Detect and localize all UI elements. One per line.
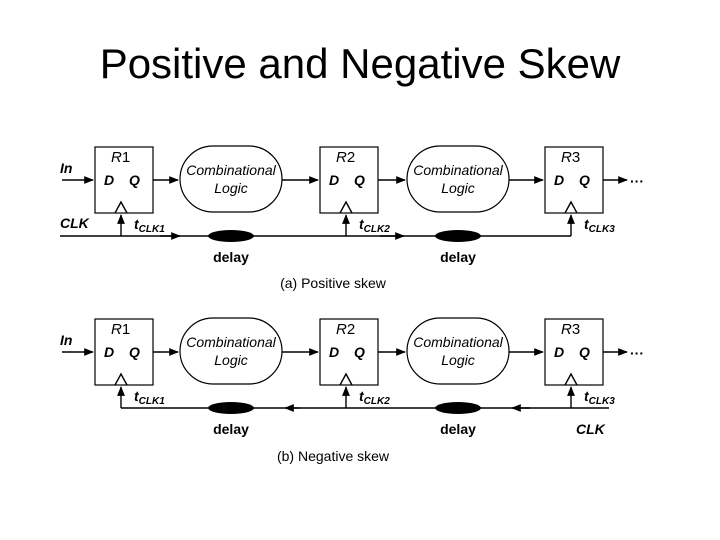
d-pin: D <box>104 172 114 188</box>
caption-positive-skew: (a) Positive skew <box>280 275 387 291</box>
delay-element <box>435 402 481 414</box>
logic-block-1: Combinational Logic <box>179 145 283 213</box>
clock-input-triangle <box>564 200 578 214</box>
delay-element <box>208 230 254 242</box>
register-name: R2 <box>336 149 355 166</box>
register-r2: R2 D Q <box>319 146 379 214</box>
t-clk2-label: tCLK2 <box>359 388 390 407</box>
input-label: In <box>60 332 72 348</box>
delay-label: delay <box>213 249 249 265</box>
ellipsis: ··· <box>630 345 644 361</box>
q-pin: Q <box>129 172 140 188</box>
q-pin: Q <box>354 344 365 360</box>
clock-input-triangle <box>564 372 578 386</box>
svg-text:Logic: Logic <box>214 352 247 368</box>
d-pin: D <box>104 344 114 360</box>
t-clk3-label: tCLK3 <box>584 388 615 407</box>
logic-block-1: Combinational Logic <box>179 317 283 385</box>
d-pin: D <box>329 344 339 360</box>
register-name: R1 <box>111 321 130 338</box>
svg-text:Combinational: Combinational <box>186 162 276 178</box>
svg-text:Combinational: Combinational <box>413 162 503 178</box>
svg-text:Logic: Logic <box>214 180 247 196</box>
delay-label: delay <box>440 249 476 265</box>
clock-input-triangle <box>339 372 353 386</box>
register-name: R3 <box>561 321 580 338</box>
svg-text:Combinational: Combinational <box>186 334 276 350</box>
clock-input-triangle <box>339 200 353 214</box>
register-r1: R1 D Q <box>94 318 154 386</box>
diagram-negative-skew: In R1 D Q Combinational Logic R2 D Q Com… <box>60 317 644 464</box>
diagram-positive-skew: In R1 D Q Combinational Logic R2 D Q <box>60 145 644 291</box>
ellipsis: ··· <box>630 173 644 189</box>
register-r3: R3 D Q <box>544 318 604 386</box>
q-pin: Q <box>579 344 590 360</box>
delay-element <box>208 402 254 414</box>
clock-label: CLK <box>60 215 90 231</box>
q-pin: Q <box>354 172 365 188</box>
register-r1: R1 D Q <box>94 146 154 214</box>
t-clk1-label: tCLK1 <box>134 388 165 407</box>
clock-input-triangle <box>114 200 128 214</box>
caption-negative-skew: (b) Negative skew <box>277 448 390 464</box>
delay-label: delay <box>440 421 476 437</box>
d-pin: D <box>329 172 339 188</box>
q-pin: Q <box>129 344 140 360</box>
d-pin: D <box>554 344 564 360</box>
register-r2: R2 D Q <box>319 318 379 386</box>
t-clk2-label: tCLK2 <box>359 216 390 235</box>
clock-input-triangle <box>114 372 128 386</box>
clock-label: CLK <box>576 421 606 437</box>
delay-label: delay <box>213 421 249 437</box>
logic-block-2: Combinational Logic <box>406 145 510 213</box>
register-name: R1 <box>111 149 130 166</box>
q-pin: Q <box>579 172 590 188</box>
register-name: R2 <box>336 321 355 338</box>
t-clk1-label: tCLK1 <box>134 216 165 235</box>
register-name: R3 <box>561 149 580 166</box>
slide-title: Positive and Negative Skew <box>99 40 621 87</box>
logic-block-2: Combinational Logic <box>406 317 510 385</box>
input-label: In <box>60 160 72 176</box>
delay-element <box>435 230 481 242</box>
d-pin: D <box>554 172 564 188</box>
svg-text:Combinational: Combinational <box>413 334 503 350</box>
svg-text:Logic: Logic <box>441 352 474 368</box>
svg-text:Logic: Logic <box>441 180 474 196</box>
t-clk3-label: tCLK3 <box>584 216 615 235</box>
register-r3: R3 D Q <box>544 146 604 214</box>
